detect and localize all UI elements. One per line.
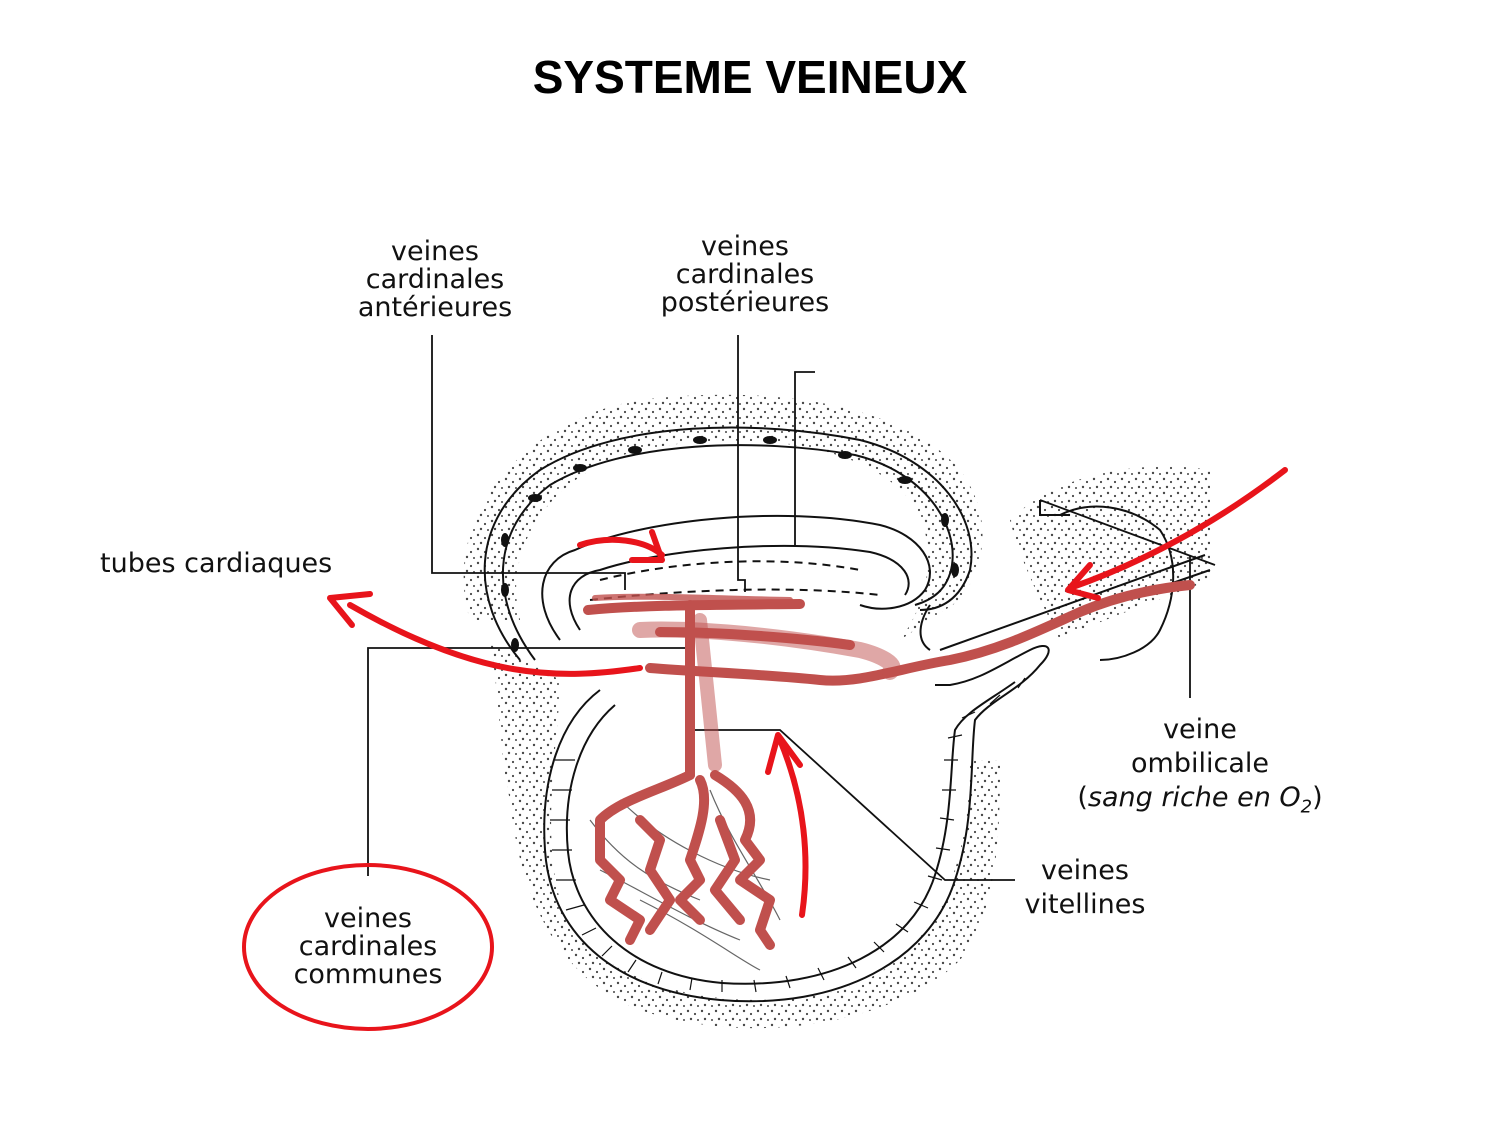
label-veines-cardinales-posterieures: veines cardinales postérieures: [660, 231, 830, 318]
label-veines-vitellines: veines vitellines: [1024, 855, 1146, 920]
highlight-circle: [242, 863, 494, 1031]
vessel-overlay: [583, 580, 1195, 950]
umbilical-note: (sang riche en O2): [1077, 782, 1323, 818]
leader-lines: [367, 335, 1216, 881]
arrow-umbilical-in: [1067, 467, 1288, 591]
flow-arrows: [327, 467, 1288, 918]
label-veine-ombilicale: veine ombilicale (sang riche en O2): [1055, 716, 1345, 821]
diagram-title: SYSTEME VEINEUX: [532, 51, 968, 103]
label-veines-cardinales-communes: veines cardinales communes: [293, 903, 443, 990]
label-tubes-cardiaques: tubes cardiaques: [100, 548, 333, 579]
arrow-top-curve: [577, 536, 665, 558]
mesoderm-stipple: [463, 394, 1210, 1029]
amnion-outline: [483, 426, 973, 661]
arrow-outflow-left: [347, 602, 643, 677]
label-veines-cardinales-anterieures: veines cardinales antérieures: [357, 236, 513, 323]
embryo-body: [541, 514, 931, 641]
arrow-vitelline-up: [777, 737, 809, 918]
arrow-outflow-left-head: [327, 591, 373, 628]
arrow-top-curve-head: [629, 529, 665, 563]
arrow-umbilical-in-head: [1065, 562, 1101, 601]
arrow-vitelline-up-head: [765, 732, 803, 775]
